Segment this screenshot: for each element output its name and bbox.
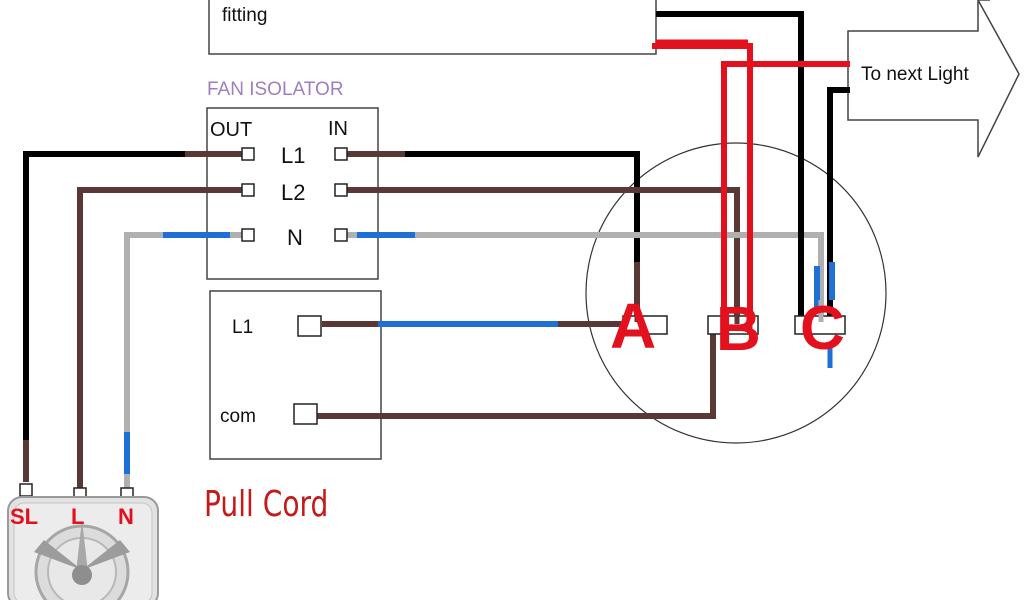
isolator-out-n-terminal (241, 228, 255, 242)
rose-label-a: A (610, 290, 656, 362)
isolator-terminal-n-label: N (287, 225, 303, 250)
wire-in-n-grey (347, 232, 824, 318)
pull-cord-l1-terminal (297, 315, 322, 337)
isolator-in-label: IN (328, 118, 348, 140)
pull-cord-com-label: com (220, 406, 256, 427)
wire-fitting-red (652, 43, 753, 332)
ceiling-rose (585, 142, 887, 444)
wire-in-l2-brown (347, 187, 740, 318)
extractor-fan (7, 496, 159, 600)
isolator-out-l1-terminal (241, 147, 255, 161)
fan-hub (72, 565, 92, 585)
fan-isolator-title: FAN ISOLATOR (207, 79, 344, 100)
wire-b-red-overlay (721, 300, 753, 330)
rose-terminal-b (707, 315, 759, 335)
wires (23, 11, 850, 488)
rose-terminal-a (622, 315, 668, 335)
terminal-wire-overlays (634, 300, 824, 330)
isolator-out-l2-terminal (241, 183, 255, 197)
isolator-in-l2-terminal (334, 183, 348, 197)
pull-cord-l1-label: L1 (232, 317, 253, 338)
next-light-label: To next Light (861, 64, 969, 85)
wire-next-red (721, 61, 850, 332)
isolator-in-n-terminal (334, 228, 348, 242)
rose-label-c: C (800, 294, 845, 363)
wire-next-black (827, 87, 850, 318)
wire-l-brown (77, 187, 245, 488)
wire-fitting-black (656, 11, 804, 318)
isolator-terminal-l1-label: L1 (281, 143, 305, 168)
wire-sl-black (23, 151, 185, 480)
rose-label-b: B (716, 295, 761, 364)
fan-label-n: N (118, 504, 134, 529)
isolator-in-l1-terminal (334, 147, 348, 161)
isolator-out-label: OUT (210, 119, 252, 141)
fan-terminal-sl (19, 483, 33, 497)
fitting-box (208, 0, 657, 55)
pull-cord-box (209, 290, 382, 460)
pull-cord-title: Pull Cord (204, 483, 328, 525)
isolator-terminal-l2-label: L2 (281, 180, 305, 205)
pull-cord-com-terminal (293, 403, 318, 425)
fan-blade-right (82, 540, 130, 570)
fan-blade-center (76, 520, 88, 572)
fan-label-sl: SL (10, 504, 38, 529)
next-light-arrow (847, 0, 1020, 158)
fan-label-l: L (71, 504, 84, 529)
fan-blade-left (34, 540, 82, 570)
wire-pc-com-brown (317, 325, 716, 419)
fan-isolator-box (206, 107, 379, 280)
terminals (19, 147, 846, 501)
fitting-label: fitting (222, 5, 267, 26)
